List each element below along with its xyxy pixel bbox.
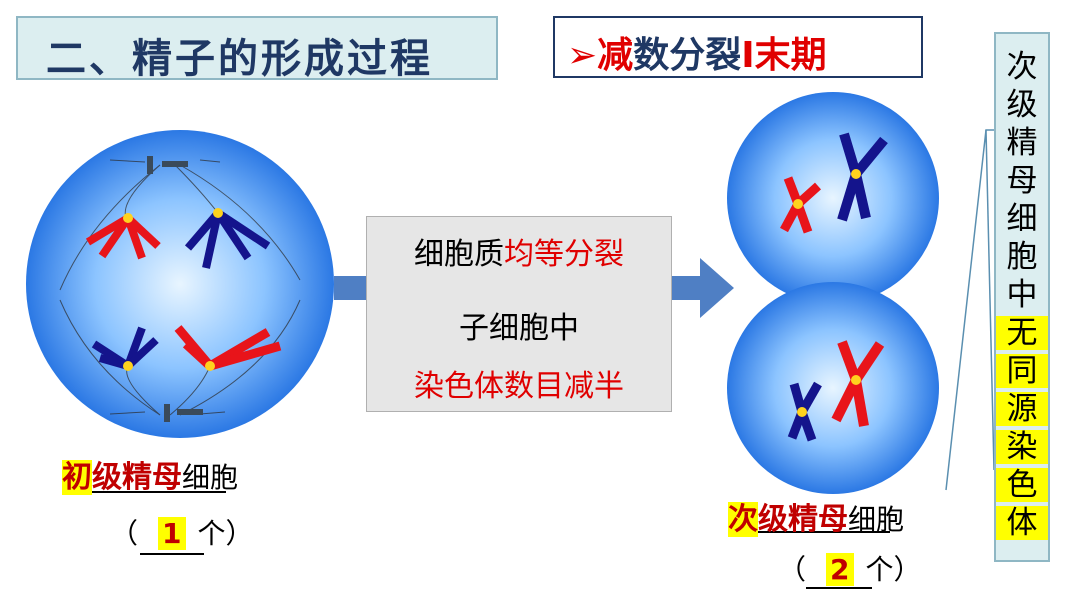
centromere-dot bbox=[213, 208, 223, 218]
count-close: 个） bbox=[866, 553, 922, 586]
centromere-dot bbox=[123, 213, 133, 223]
primary-cell-label: 初级精母细胞 bbox=[62, 452, 238, 496]
primary-label-rest: 级精母 bbox=[92, 460, 182, 495]
side-char-highlight: 体 bbox=[996, 506, 1048, 540]
side-char-highlight: 染 bbox=[996, 430, 1048, 464]
side-char-highlight: 源 bbox=[996, 392, 1048, 426]
primary-count: （ 1 个） bbox=[110, 512, 254, 552]
side-char: 次 bbox=[996, 50, 1048, 84]
count-close: 个） bbox=[198, 517, 254, 550]
centromere-dot bbox=[851, 375, 861, 385]
process-line-1-prefix: 细胞质 bbox=[414, 237, 504, 272]
side-char: 母 bbox=[996, 164, 1048, 198]
centromere-dot bbox=[205, 361, 215, 371]
side-note-box: 次 级 精 母 细 胞 中 无 同 源 染 色 体 bbox=[994, 32, 1050, 562]
primary-spermatocyte-cell bbox=[26, 130, 334, 438]
process-line-1-highlight: 均等分裂 bbox=[504, 237, 624, 272]
callout-line bbox=[986, 130, 994, 470]
secondary-cell-label: 次级精母细胞 bbox=[728, 494, 904, 538]
secondary-label-suffix: 细胞 bbox=[848, 503, 904, 536]
centromere-dot bbox=[123, 361, 133, 371]
side-char: 细 bbox=[996, 202, 1048, 236]
side-char: 胞 bbox=[996, 240, 1048, 274]
primary-label-highlight: 初 bbox=[62, 460, 92, 495]
secondary-label-highlight: 次 bbox=[728, 502, 758, 537]
secondary-label-rest: 级精母 bbox=[758, 502, 848, 537]
side-char: 精 bbox=[996, 126, 1048, 160]
centromere-dot bbox=[793, 199, 803, 209]
primary-count-value: 1 bbox=[158, 517, 185, 550]
side-char: 级 bbox=[996, 88, 1048, 122]
side-char: 中 bbox=[996, 278, 1048, 312]
secondary-spermatocyte-cell-top bbox=[727, 92, 939, 304]
secondary-count: （ 2 个） bbox=[778, 548, 922, 588]
count-open: （ bbox=[110, 517, 138, 550]
count-open: （ bbox=[778, 553, 806, 586]
process-line-3: 染色体数目减半 bbox=[367, 361, 671, 405]
secondary-spermatocyte-cell-bottom bbox=[727, 282, 939, 494]
centromere-dot bbox=[797, 407, 807, 417]
secondary-count-value: 2 bbox=[826, 553, 853, 586]
primary-label-suffix: 细胞 bbox=[182, 461, 238, 494]
process-line-1: 细胞质均等分裂 bbox=[367, 229, 671, 273]
centromere-dot bbox=[851, 169, 861, 179]
side-char-highlight: 同 bbox=[996, 354, 1048, 388]
side-char-highlight: 色 bbox=[996, 468, 1048, 502]
side-char-highlight: 无 bbox=[996, 316, 1048, 350]
process-line-2: 子细胞中 bbox=[367, 303, 671, 347]
process-box: 细胞质均等分裂 子细胞中 染色体数目减半 bbox=[366, 216, 672, 412]
